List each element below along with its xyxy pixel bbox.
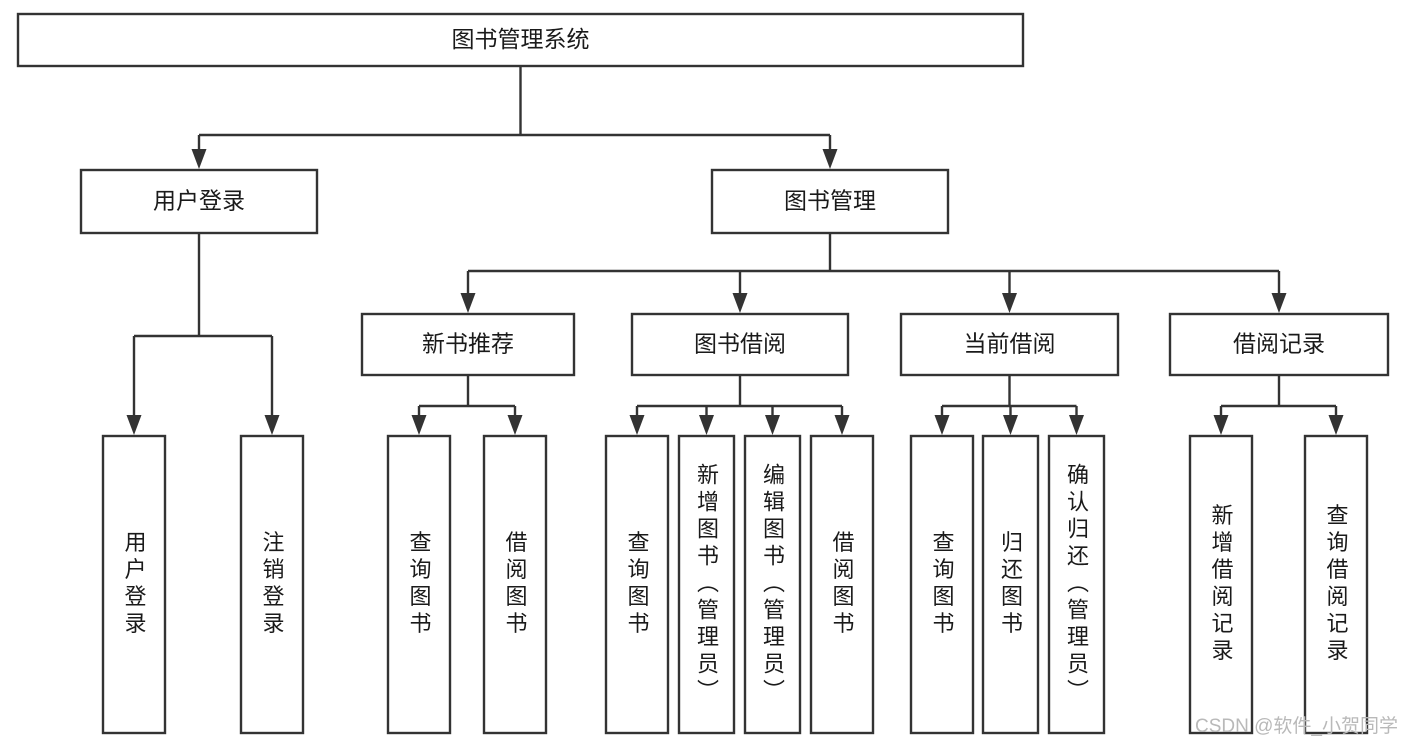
node-label: 图书管理系统 xyxy=(452,26,590,52)
node-box[interactable] xyxy=(1047,434,1106,735)
node-box[interactable] xyxy=(981,434,1040,735)
connector-group xyxy=(126,233,280,435)
csdn-watermark: CSDN @软件_小贺同学 xyxy=(1195,715,1398,737)
arrow-head-icon xyxy=(1069,415,1084,435)
arrow-head-icon xyxy=(460,293,476,313)
node-label: 新增图书（管理员） xyxy=(694,463,719,706)
node-label: 查询图书 xyxy=(930,531,955,639)
node-label: 新增借阅记录 xyxy=(1209,504,1234,666)
node-label: 归还图书 xyxy=(998,531,1023,639)
arrow-head-icon xyxy=(834,415,850,435)
arrow-head-icon xyxy=(507,415,523,435)
node-label: 图书借阅 xyxy=(694,331,786,357)
node-box[interactable] xyxy=(1188,434,1254,735)
node-label: 编辑图书（管理员） xyxy=(760,463,785,706)
node-box[interactable] xyxy=(1303,434,1369,735)
arrow-head-icon xyxy=(411,415,427,435)
node-l-bb-query[interactable]: 查询图书 xyxy=(604,434,670,735)
node-l-nb-borrow[interactable]: 借阅图书 xyxy=(482,434,548,735)
node-box[interactable] xyxy=(360,312,576,377)
node-l-bb-add[interactable]: 新增图书（管理员） xyxy=(677,434,736,735)
node-l-user-login[interactable]: 用户登录 xyxy=(101,434,167,735)
node-label: 图书管理 xyxy=(784,188,876,214)
node-l-nb-query[interactable]: 查询图书 xyxy=(386,434,452,735)
arrow-head-icon xyxy=(934,415,950,435)
node-box[interactable] xyxy=(809,434,875,735)
node-label: 查询借阅记录 xyxy=(1324,504,1349,666)
arrow-head-icon xyxy=(191,149,207,169)
arrow-head-icon xyxy=(699,415,714,435)
arrow-head-icon xyxy=(822,149,838,169)
arrow-head-icon xyxy=(1271,293,1287,313)
node-l-cb-return[interactable]: 归还图书 xyxy=(981,434,1040,735)
node-box[interactable] xyxy=(899,312,1120,377)
connector-group xyxy=(629,375,850,435)
node-box[interactable] xyxy=(482,434,548,735)
arrow-head-icon xyxy=(1003,415,1018,435)
node-l-cb-query[interactable]: 查询图书 xyxy=(909,434,975,735)
arrow-head-icon xyxy=(126,415,142,435)
node-l-bb-borrow[interactable]: 借阅图书 xyxy=(809,434,875,735)
node-n-user-login[interactable]: 用户登录 xyxy=(79,168,319,235)
arrow-head-icon xyxy=(1213,415,1229,435)
node-box[interactable] xyxy=(604,434,670,735)
node-label: 注销登录 xyxy=(260,531,285,639)
node-box[interactable] xyxy=(239,434,305,735)
node-l-rec-add[interactable]: 新增借阅记录 xyxy=(1188,434,1254,735)
node-box[interactable] xyxy=(16,12,1025,68)
node-box[interactable] xyxy=(101,434,167,735)
node-n-record[interactable]: 借阅记录 xyxy=(1168,312,1390,377)
node-box[interactable] xyxy=(79,168,319,235)
node-box[interactable] xyxy=(677,434,736,735)
node-label: 用户登录 xyxy=(122,531,147,639)
connector-group xyxy=(460,233,1287,313)
node-l-user-logout[interactable]: 注销登录 xyxy=(239,434,305,735)
node-label: 用户登录 xyxy=(153,188,245,214)
connector-group xyxy=(1213,375,1344,435)
node-label: 借阅图书 xyxy=(503,531,528,639)
node-n-new-book[interactable]: 新书推荐 xyxy=(360,312,576,377)
arrow-head-icon xyxy=(1328,415,1344,435)
node-label: 查询图书 xyxy=(625,531,650,639)
node-box[interactable] xyxy=(386,434,452,735)
node-label: 当前借阅 xyxy=(964,331,1056,357)
arrow-head-icon xyxy=(732,293,748,313)
node-label: 确认归还（管理员） xyxy=(1064,463,1089,706)
node-label: 借阅图书 xyxy=(830,531,855,639)
arrow-head-icon xyxy=(765,415,780,435)
node-label: 查询图书 xyxy=(407,531,432,639)
node-root[interactable]: 图书管理系统 xyxy=(16,12,1025,68)
node-n-borrow[interactable]: 图书借阅 xyxy=(630,312,850,377)
node-layer: 图书管理系统用户登录图书管理新书推荐图书借阅当前借阅借阅记录用户登录注销登录查询… xyxy=(16,12,1390,735)
node-box[interactable] xyxy=(743,434,802,735)
node-l-rec-query[interactable]: 查询借阅记录 xyxy=(1303,434,1369,735)
arrow-head-icon xyxy=(1002,293,1017,313)
arrow-head-icon xyxy=(264,415,280,435)
node-box[interactable] xyxy=(909,434,975,735)
connector-group xyxy=(411,375,523,435)
node-l-cb-confirm[interactable]: 确认归还（管理员） xyxy=(1047,434,1106,735)
node-box[interactable] xyxy=(1168,312,1390,377)
node-l-bb-edit[interactable]: 编辑图书（管理员） xyxy=(743,434,802,735)
connector-group xyxy=(191,66,838,169)
connector-layer xyxy=(126,66,1344,435)
node-box[interactable] xyxy=(630,312,850,377)
node-label: 借阅记录 xyxy=(1233,331,1325,357)
connector-group xyxy=(934,375,1084,435)
arrow-head-icon xyxy=(629,415,645,435)
node-box[interactable] xyxy=(710,168,950,235)
node-n-current[interactable]: 当前借阅 xyxy=(899,312,1120,377)
node-n-book-mgmt[interactable]: 图书管理 xyxy=(710,168,950,235)
node-label: 新书推荐 xyxy=(422,331,514,357)
